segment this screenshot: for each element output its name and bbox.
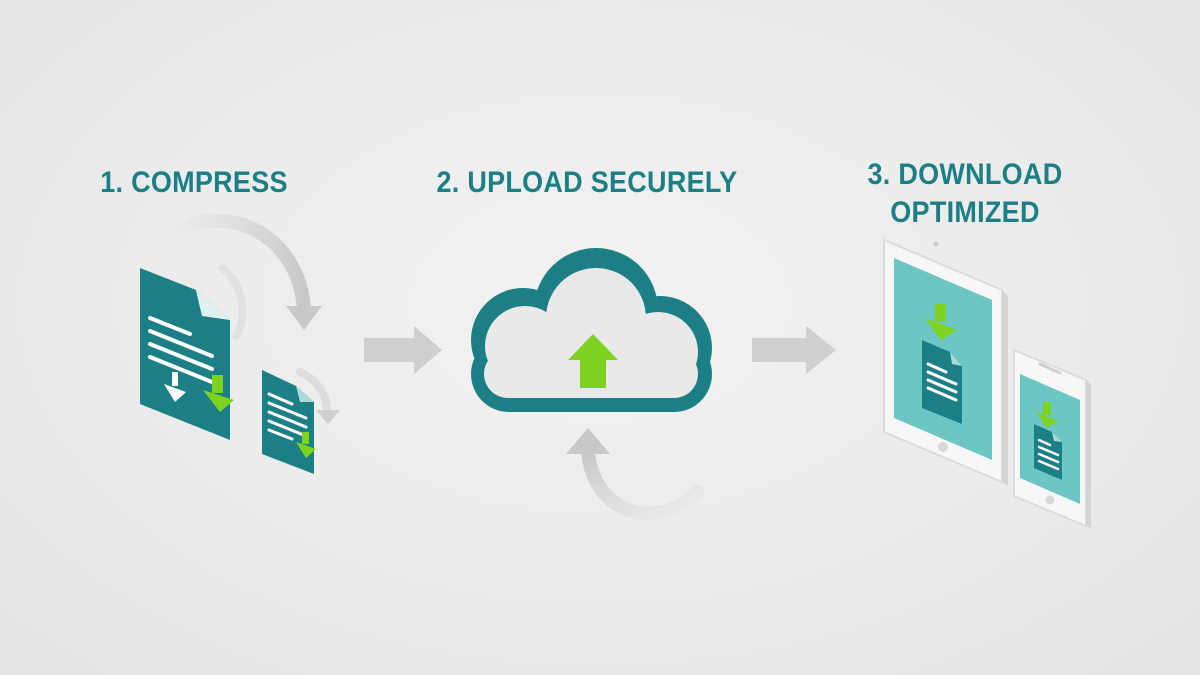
small-document-icon	[262, 370, 316, 474]
cloud-return-arrow-icon	[566, 428, 705, 521]
large-document-icon	[140, 268, 234, 440]
tablet-and-phone-download-icon	[883, 238, 1091, 528]
upload-arrow-icon	[568, 334, 618, 388]
tablet-download-arrow-icon	[925, 304, 957, 340]
large-document-download-arrow-icon	[203, 375, 234, 412]
step-3-title-line-2: OPTIMIZED	[890, 196, 1040, 229]
small-document-download-arrow-icon	[296, 432, 316, 458]
step-2-title: 2. UPLOAD SECURELY	[436, 166, 738, 199]
right-arrow-icon-2	[752, 326, 836, 374]
step-1-title: 1. COMPRESS	[100, 166, 288, 199]
tablet-icon	[883, 238, 1008, 486]
phone-icon	[1013, 348, 1091, 528]
compress-documents-icon	[140, 213, 340, 474]
phone-download-arrow-icon	[1036, 402, 1058, 428]
step-3-title: 3. DOWNLOAD OPTIMIZED	[844, 156, 1087, 232]
cloud-upload-icon	[471, 248, 712, 412]
step-3-title-line-1: 3. DOWNLOAD	[867, 158, 1063, 191]
right-arrow-icon-1	[364, 326, 442, 374]
compress-rotate-arrow-icon	[165, 213, 340, 424]
